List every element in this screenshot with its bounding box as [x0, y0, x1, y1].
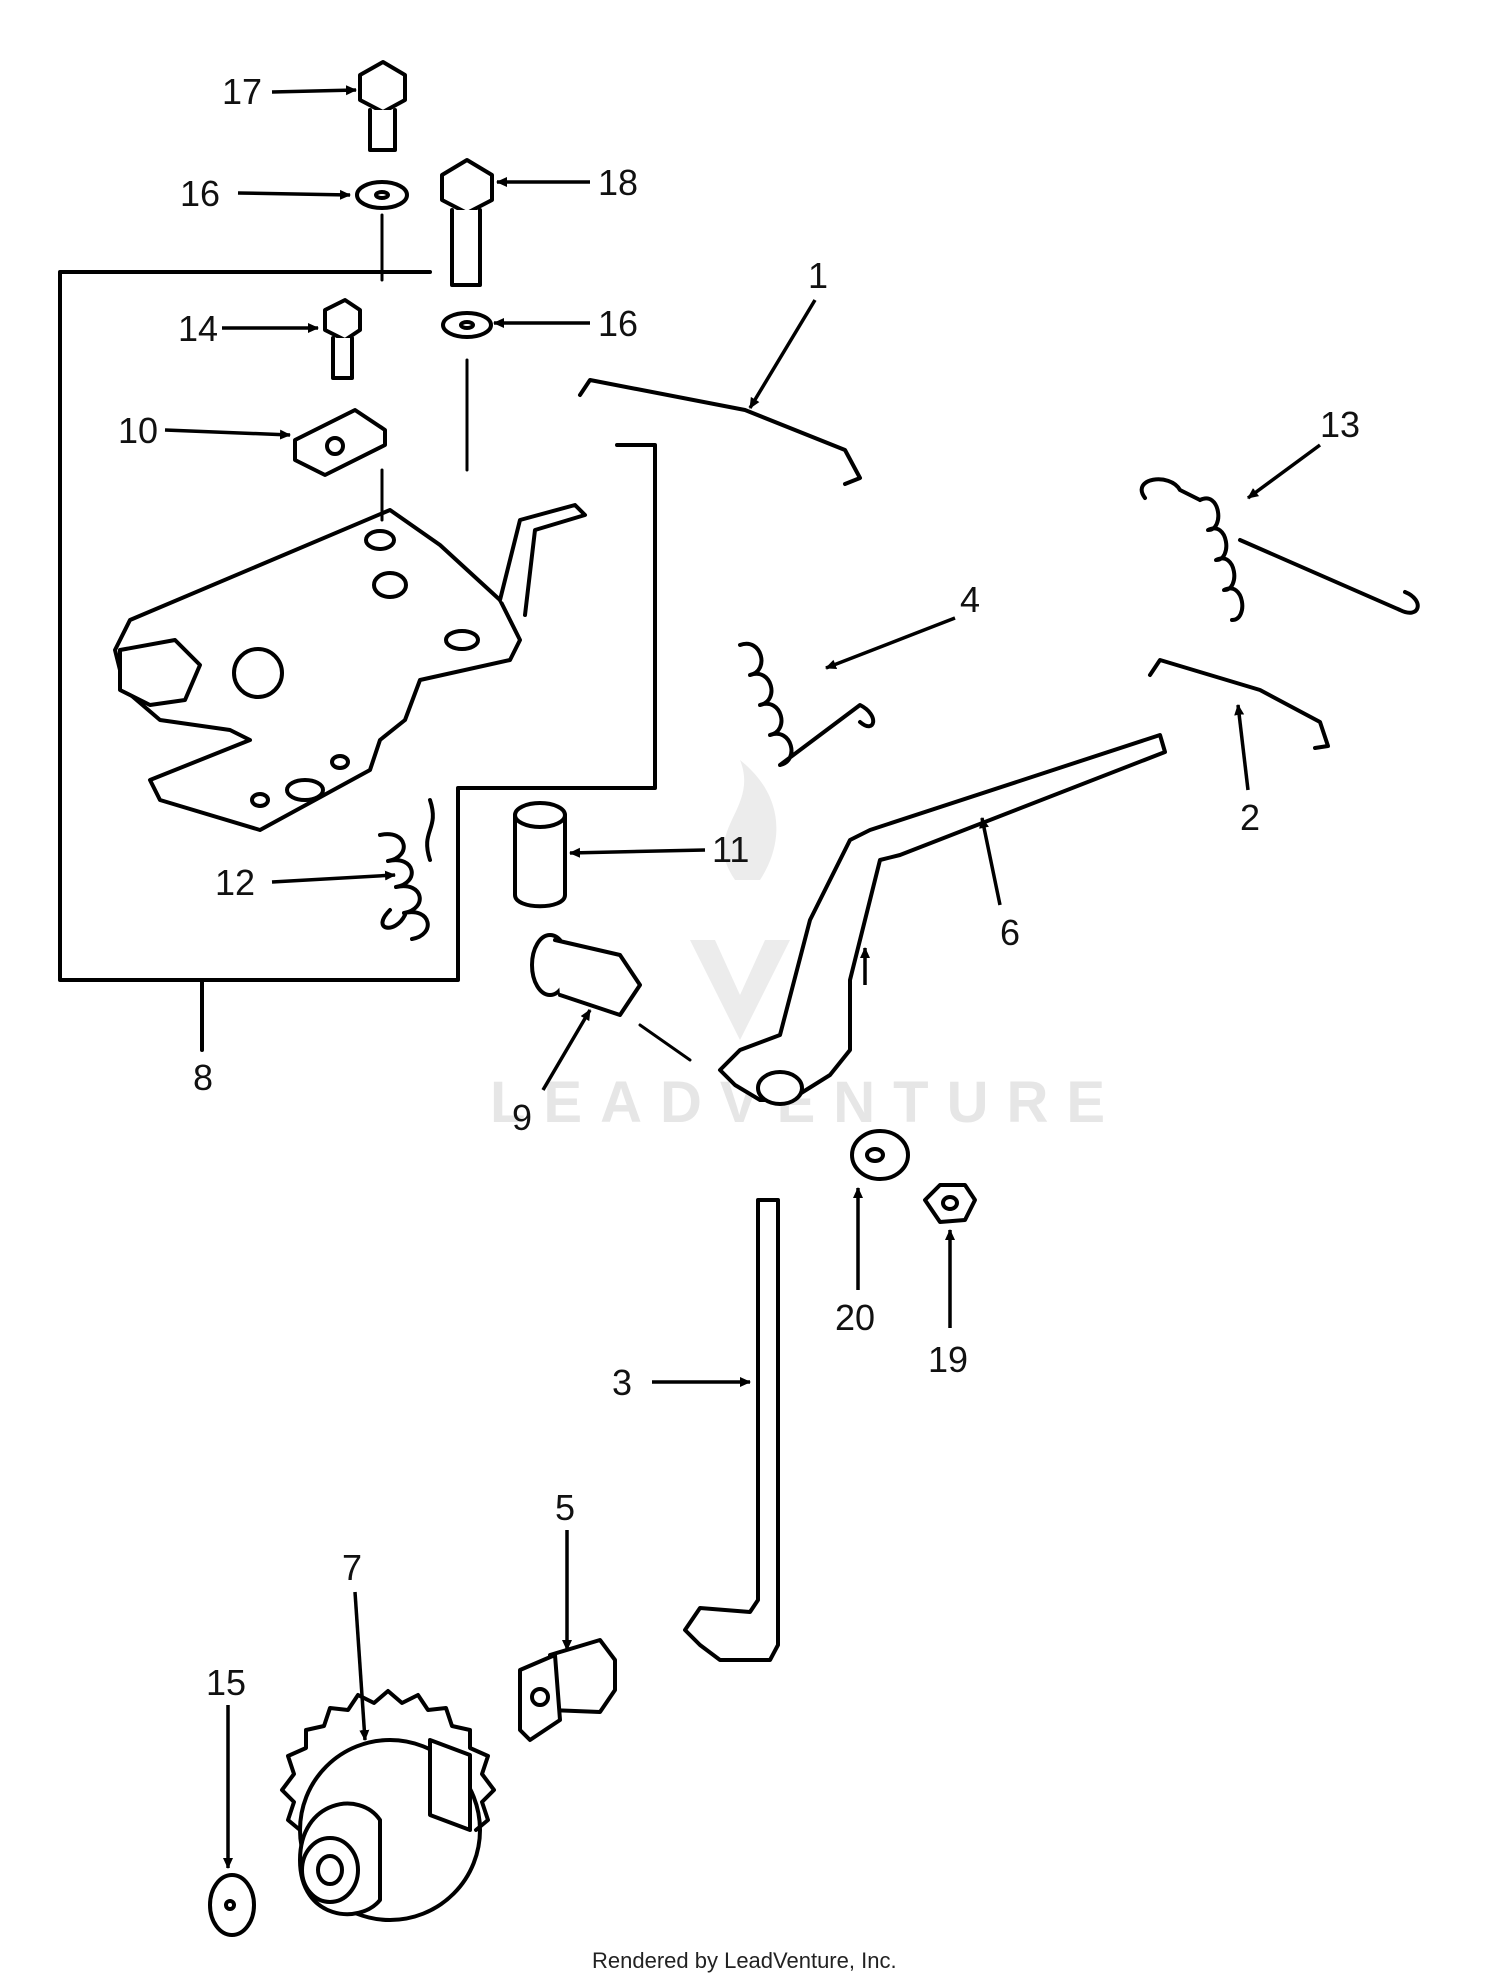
callout-7: 7 — [342, 1547, 362, 1588]
leader-lines — [164, 85, 1322, 1869]
spring-4 — [738, 641, 876, 767]
governor-link-rod — [1148, 658, 1330, 750]
pivot-pin-9 — [530, 933, 642, 1017]
callout-11: 11 — [712, 829, 749, 870]
governor-cup-5 — [518, 1638, 617, 1742]
callout-4: 4 — [960, 579, 980, 620]
throttle-link-rod — [578, 378, 862, 486]
callout-10: 10 — [118, 410, 158, 451]
assembly-8-bracket — [58, 270, 657, 1052]
callout-12: 12 — [215, 862, 255, 903]
governor-control-plate — [113, 503, 587, 832]
nut-19 — [923, 1183, 977, 1224]
callout-9: 9 — [512, 1097, 532, 1138]
bushing-11 — [513, 801, 567, 909]
washer-16-lower — [441, 311, 493, 339]
callout-18: 18 — [598, 162, 638, 203]
callout-17: 17 — [222, 71, 262, 112]
washer-20 — [850, 1129, 910, 1181]
callout-1: 1 — [808, 255, 828, 296]
callout-2: 2 — [1240, 797, 1260, 838]
callout-16-upper: 16 — [180, 173, 220, 214]
callout-14: 14 — [178, 308, 218, 349]
screw-14 — [323, 298, 362, 380]
callout-15: 15 — [206, 1662, 246, 1703]
assembly-line — [638, 1023, 692, 1062]
governor-lever — [718, 733, 1167, 1106]
callout-6: 6 — [1000, 912, 1020, 953]
callout-20: 20 — [835, 1297, 875, 1338]
callout-labels: 17 16 18 16 14 10 1 13 4 2 11 12 6 8 9 2… — [118, 71, 1360, 1703]
governor-shaft-3 — [683, 1198, 780, 1662]
callout-13: 13 — [1320, 404, 1360, 445]
callout-19: 19 — [928, 1339, 968, 1380]
footer-credit: Rendered by LeadVenture, Inc. — [592, 1948, 897, 1973]
governor-gear-7 — [280, 1689, 496, 1922]
callout-3: 3 — [612, 1362, 632, 1403]
washer-16-upper — [355, 180, 409, 210]
callout-16-lower: 16 — [598, 303, 638, 344]
callout-5: 5 — [555, 1487, 575, 1528]
thrust-washer-15 — [208, 1873, 256, 1937]
spring-12 — [378, 798, 435, 941]
bolt-18 — [440, 158, 494, 287]
governor-spring-13 — [1139, 477, 1420, 622]
callout-8: 8 — [193, 1057, 213, 1098]
clamp-bracket-10 — [293, 408, 387, 477]
bolt-17 — [358, 60, 407, 152]
